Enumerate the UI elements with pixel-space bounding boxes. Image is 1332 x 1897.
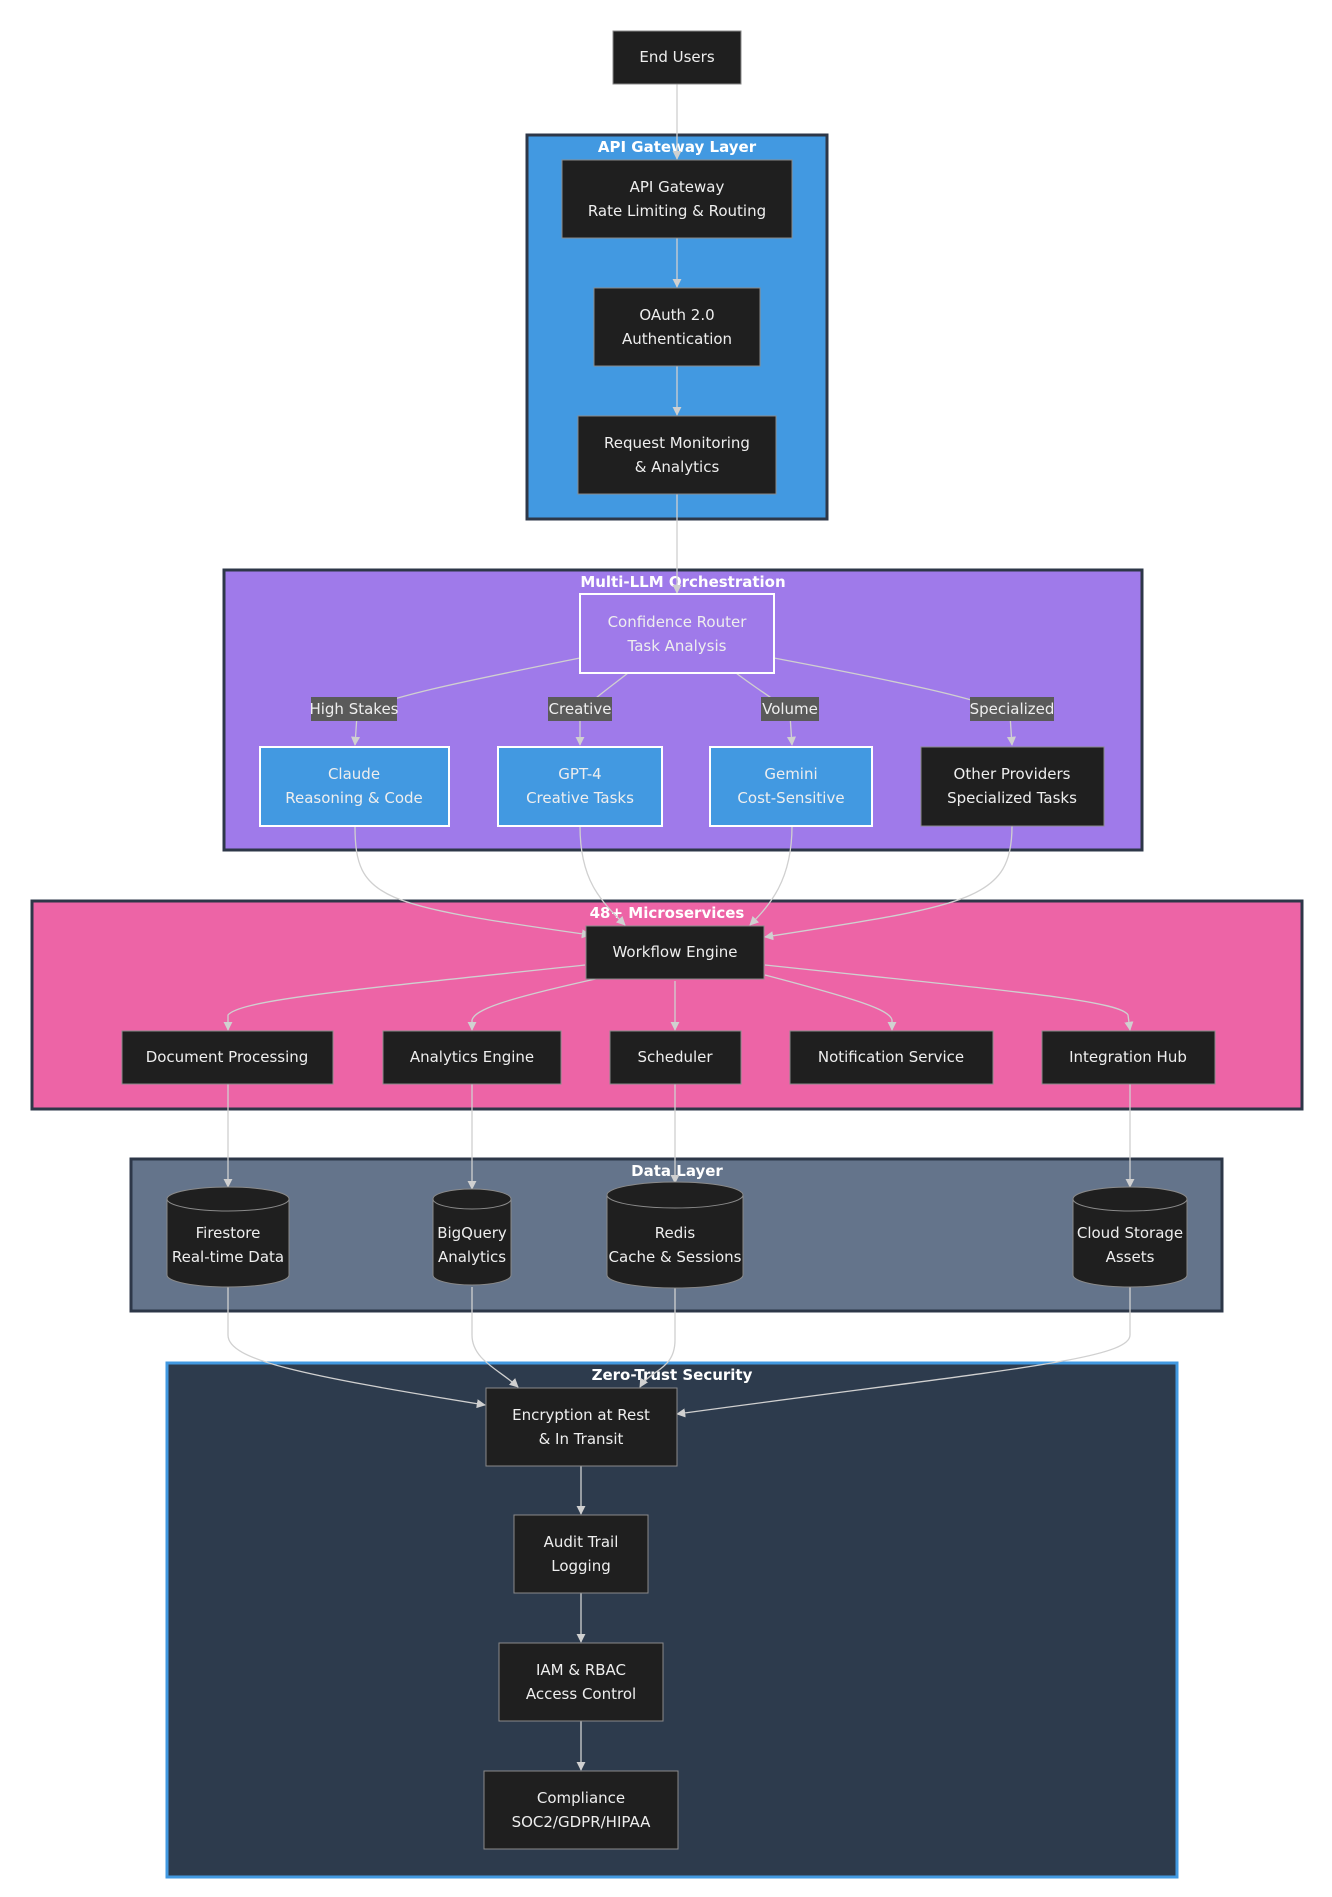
edge-gpt4-workflow — [579, 825, 626, 926]
svg-text:Gemini: Gemini — [764, 765, 817, 783]
svg-text:Logging: Logging — [551, 1557, 611, 1575]
svg-text:SOC2/GDPR/HIPAA: SOC2/GDPR/HIPAA — [512, 1813, 652, 1831]
edge-label-high-stakes: High Stakes — [309, 697, 399, 721]
svg-text:End Users: End Users — [639, 48, 714, 66]
end-users-node[interactable]: End Users — [612, 30, 742, 85]
llm-layer-title: Multi-LLM Orchestration — [580, 573, 785, 591]
svg-text:Cost-Sensitive: Cost-Sensitive — [737, 789, 844, 807]
nodes: End Users API Gateway Rate Limiting & Ro… — [121, 30, 1216, 1850]
redis-database-icon[interactable]: Redis Cache & Sessions — [606, 1181, 744, 1289]
svg-text:Access Control: Access Control — [526, 1685, 636, 1703]
firestore-database-icon[interactable]: Firestore Real-time Data — [166, 1186, 290, 1288]
cloud-storage-database-icon[interactable]: Cloud Storage Assets — [1072, 1186, 1188, 1288]
gpt4-node[interactable]: GPT-4 Creative Tasks — [497, 746, 663, 827]
other-providers-node[interactable]: Other Providers Specialized Tasks — [920, 746, 1105, 827]
workflow-engine-node[interactable]: Workflow Engine — [585, 925, 765, 980]
svg-text:Cache & Sessions: Cache & Sessions — [609, 1248, 742, 1266]
svg-text:Other Providers: Other Providers — [954, 765, 1071, 783]
svg-text:Assets: Assets — [1106, 1248, 1155, 1266]
svg-text:Workflow Engine: Workflow Engine — [612, 943, 737, 961]
document-processing-node[interactable]: Document Processing — [121, 1030, 334, 1085]
svg-text:Task Analysis: Task Analysis — [627, 637, 727, 655]
api-gateway-node[interactable]: API Gateway Rate Limiting & Routing — [561, 159, 793, 239]
svg-text:Claude: Claude — [328, 765, 380, 783]
svg-text:Creative Tasks: Creative Tasks — [526, 789, 634, 807]
svg-text:Analytics: Analytics — [438, 1248, 506, 1266]
confidence-router-node[interactable]: Confidence Router Task Analysis — [579, 593, 775, 674]
svg-text:Document Processing: Document Processing — [146, 1048, 309, 1066]
edge-label-specialized: Specialized — [970, 697, 1055, 721]
edge-workflow-integration — [764, 964, 1134, 1031]
edge-workflow-analytics — [467, 977, 601, 1031]
svg-text:Creative: Creative — [549, 700, 612, 718]
security-layer-title: Zero-Trust Security — [592, 1366, 753, 1384]
svg-text:IAM & RBAC: IAM & RBAC — [536, 1661, 626, 1679]
oauth-node[interactable]: OAuth 2.0 Authentication — [593, 287, 761, 367]
edge-bigquery-encryption — [471, 1287, 519, 1388]
micro-layer-title: 48+ Microservices — [590, 904, 745, 922]
edge-workflow-docs — [223, 964, 586, 1031]
edge-firestore-encryption — [227, 1287, 486, 1409]
svg-text:Firestore: Firestore — [196, 1224, 261, 1242]
notification-service-node[interactable]: Notification Service — [789, 1030, 994, 1085]
integration-hub-node[interactable]: Integration Hub — [1041, 1030, 1216, 1085]
edge-label-volume: Volume — [761, 697, 819, 721]
svg-text:Audit Trail: Audit Trail — [544, 1533, 619, 1551]
svg-text:& Analytics: & Analytics — [635, 458, 720, 476]
svg-text:Cloud Storage: Cloud Storage — [1077, 1224, 1183, 1242]
svg-text:Real-time Data: Real-time Data — [172, 1248, 284, 1266]
svg-text:Analytics Engine: Analytics Engine — [410, 1048, 534, 1066]
svg-text:BigQuery: BigQuery — [437, 1224, 507, 1242]
svg-text:Notification Service: Notification Service — [818, 1048, 964, 1066]
svg-text:GPT-4: GPT-4 — [558, 765, 601, 783]
edge-storage-encryption — [676, 1287, 1131, 1418]
svg-text:Scheduler: Scheduler — [637, 1048, 713, 1066]
svg-text:Rate Limiting & Routing: Rate Limiting & Routing — [588, 202, 766, 220]
svg-text:Reasoning & Code: Reasoning & Code — [285, 789, 423, 807]
edge-other-workflow — [764, 825, 1013, 941]
audit-trail-node[interactable]: Audit Trail Logging — [513, 1514, 649, 1594]
svg-text:Volume: Volume — [762, 700, 818, 718]
iam-rbac-node[interactable]: IAM & RBAC Access Control — [498, 1642, 664, 1722]
svg-text:API Gateway: API Gateway — [630, 178, 725, 196]
svg-text:OAuth 2.0: OAuth 2.0 — [639, 306, 714, 324]
gemini-node[interactable]: Gemini Cost-Sensitive — [709, 746, 873, 827]
request-monitoring-node[interactable]: Request Monitoring & Analytics — [577, 415, 777, 495]
edge-label-creative: Creative — [548, 697, 612, 721]
edge-redis-encryption — [639, 1287, 676, 1388]
edge-labels: High Stakes Creative Volume Specialized — [309, 697, 1054, 721]
edge-claude-workflow — [354, 825, 591, 939]
svg-text:High Stakes: High Stakes — [309, 700, 398, 718]
svg-text:Compliance: Compliance — [537, 1789, 625, 1807]
svg-text:Redis: Redis — [655, 1224, 696, 1242]
svg-text:Request Monitoring: Request Monitoring — [604, 434, 750, 452]
encryption-node[interactable]: Encryption at Rest & In Transit — [485, 1387, 678, 1467]
bigquery-database-icon[interactable]: BigQuery Analytics — [432, 1188, 512, 1286]
edge-workflow-notify — [764, 974, 897, 1031]
scheduler-node[interactable]: Scheduler — [609, 1030, 742, 1085]
analytics-engine-node[interactable]: Analytics Engine — [382, 1030, 562, 1085]
svg-text:Integration Hub: Integration Hub — [1069, 1048, 1187, 1066]
compliance-node[interactable]: Compliance SOC2/GDPR/HIPAA — [483, 1770, 679, 1850]
svg-text:Specialized: Specialized — [970, 700, 1055, 718]
svg-text:& In Transit: & In Transit — [539, 1430, 624, 1448]
claude-node[interactable]: Claude Reasoning & Code — [259, 746, 450, 827]
svg-text:Confidence Router: Confidence Router — [608, 613, 748, 631]
edge-gemini-workflow — [749, 825, 793, 926]
svg-text:Authentication: Authentication — [622, 330, 732, 348]
svg-text:Specialized Tasks: Specialized Tasks — [947, 789, 1077, 807]
svg-text:Encryption at Rest: Encryption at Rest — [512, 1406, 650, 1424]
data-layer-title: Data Layer — [631, 1162, 723, 1180]
